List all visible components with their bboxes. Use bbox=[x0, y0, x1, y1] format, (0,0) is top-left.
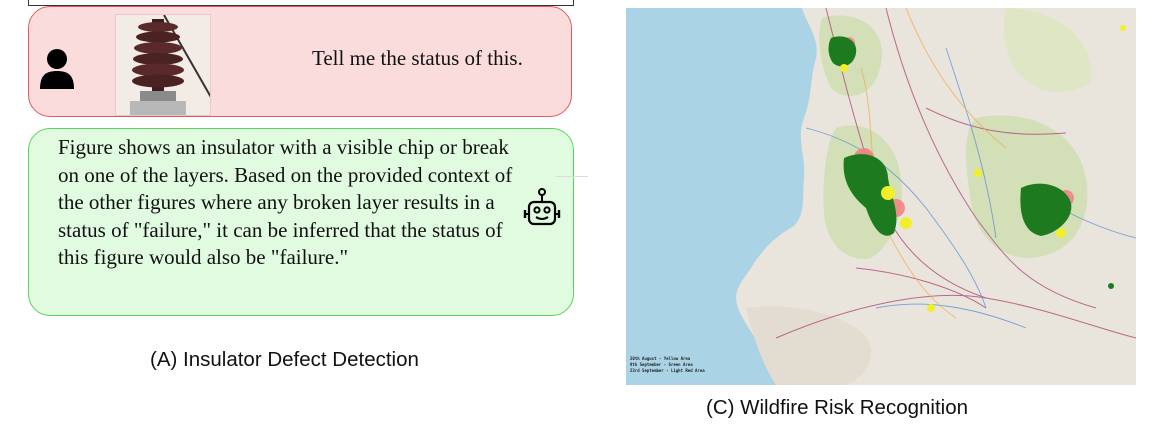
legend-light-red-area: 23rd September - Light Red Area bbox=[630, 368, 705, 373]
legend-green-area: 9th September - Green Area bbox=[630, 362, 693, 367]
caption-insulator-defect-detection: (A) Insulator Defect Detection bbox=[150, 348, 419, 371]
assistant-avatar bbox=[522, 188, 562, 234]
top-frame-line bbox=[28, 0, 574, 6]
user-silhouette-icon bbox=[40, 49, 74, 89]
map-legend: 20th August - Yellow Area 9th September … bbox=[630, 356, 705, 374]
robot-icon bbox=[523, 188, 561, 226]
separator-line bbox=[556, 176, 588, 177]
insulator-image bbox=[115, 14, 211, 116]
assistant-message-text: Figure shows an insulator with a visible… bbox=[58, 135, 513, 269]
legend-yellow-area: 20th August - Yellow Area bbox=[630, 356, 691, 361]
user-message-text: Tell me the status of this. bbox=[312, 46, 523, 70]
user-avatar bbox=[32, 44, 82, 94]
assistant-message-bubble bbox=[28, 128, 574, 316]
wildfire-risk-map bbox=[626, 8, 1136, 385]
caption-wildfire-risk-recognition: (C) Wildfire Risk Recognition bbox=[706, 396, 969, 419]
